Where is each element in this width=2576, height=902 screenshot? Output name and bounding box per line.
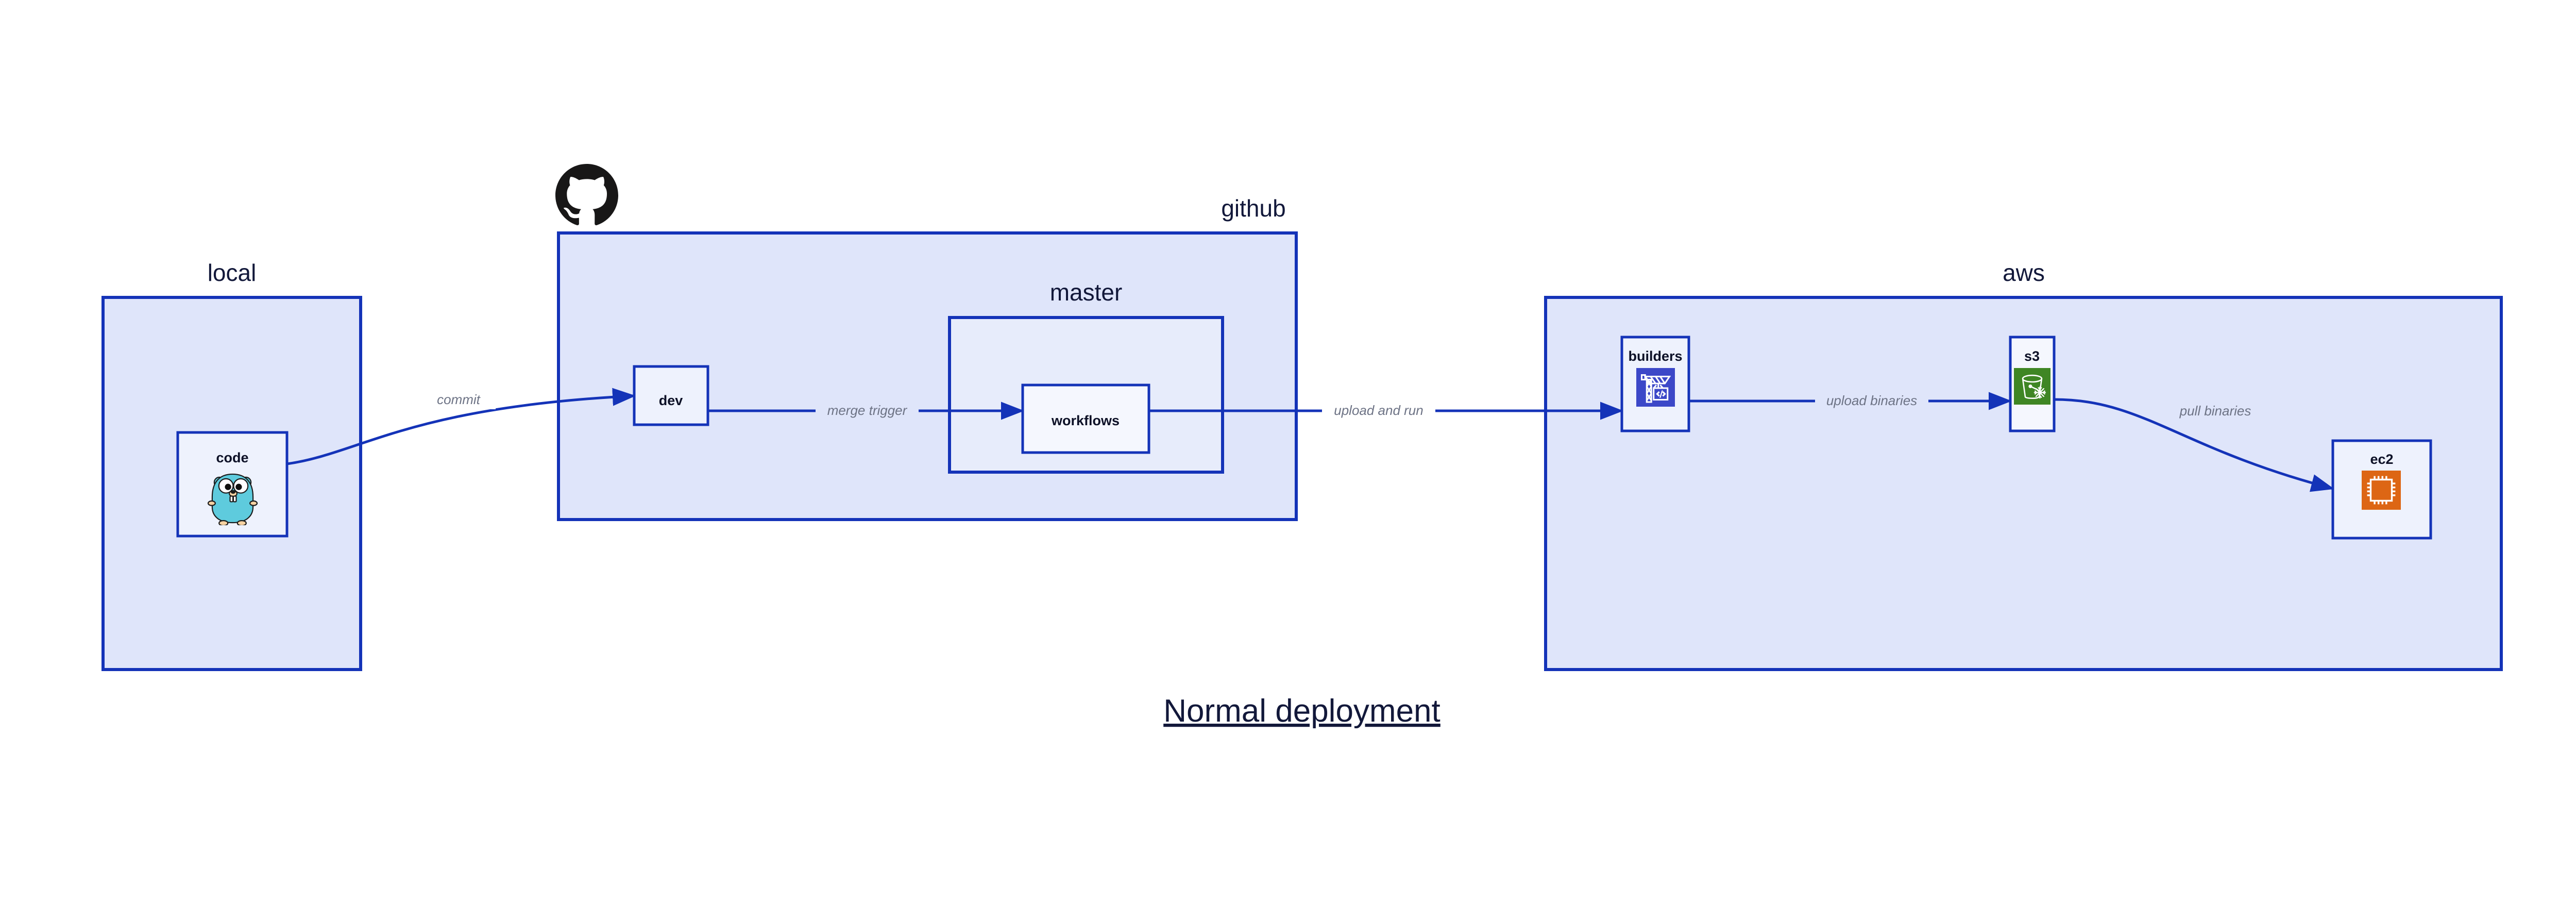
node-dev-box[interactable] (633, 365, 709, 426)
node-code-label: code (216, 450, 248, 465)
edge-upload-and-run-label: upload and run (1334, 403, 1423, 418)
edge-pull-binaries-label-group: pull binaries (2169, 402, 2262, 421)
edge-pull-binaries-label: pull binaries (2179, 403, 2251, 419)
node-s3-label: s3 (2024, 348, 2040, 364)
group-aws-label: aws (2003, 259, 2045, 286)
edge-commit-label: commit (437, 392, 481, 407)
group-github-label: github (1221, 195, 1285, 222)
edge-pull-binaries-line (2054, 398, 2334, 492)
node-builders-box[interactable] (1620, 336, 1690, 432)
edge-commit-label-bg (421, 391, 496, 409)
edge-merge-trigger-label-group: merge trigger (816, 402, 919, 420)
edge-merge-trigger-label: merge trigger (827, 403, 908, 418)
group-local-label: local (208, 259, 257, 286)
node-dev-label: dev (659, 393, 683, 408)
edge-upload-binaries-label-group: upload binaries (1815, 392, 1928, 410)
aws-s3-glacier-icon (2014, 368, 2050, 405)
github-octocat-icon (555, 164, 618, 225)
edge-merge-trigger-label-bg (816, 402, 919, 420)
node-ec2-label: ec2 (2370, 452, 2393, 467)
node-s3[interactable]: s3 (2009, 336, 2056, 432)
edge-commit-label-group: commit (421, 391, 496, 409)
edge-upload-binaries-label-bg (1815, 392, 1928, 410)
node-builders[interactable]: builders (1620, 336, 1690, 432)
page-title: Normal deployment (1163, 693, 1440, 729)
edge-commit-line (286, 388, 636, 465)
edge-labels-layer: commit merge trigger upload and run uplo… (421, 391, 2262, 421)
node-workflows-label: workflows (1051, 413, 1120, 428)
node-ec2[interactable]: ec2 (2331, 439, 2432, 540)
aws-ec2-icon (2362, 471, 2401, 510)
node-workflows-box[interactable] (1021, 383, 1150, 454)
node-builders-label: builders (1628, 348, 1682, 364)
edge-pull-binaries-label-bg (2169, 402, 2262, 421)
edge-upload-and-run-label-bg (1322, 402, 1435, 420)
node-workflows[interactable]: workflows (1021, 383, 1150, 454)
node-code[interactable]: code (176, 431, 289, 538)
aws-codebuild-icon (1636, 368, 1675, 407)
edge-upload-and-run-label-group: upload and run (1322, 402, 1435, 420)
edge-upload-binaries-label: upload binaries (1826, 393, 1917, 408)
subgroup-master-label: master (1050, 279, 1123, 306)
node-dev[interactable]: dev (633, 365, 709, 426)
